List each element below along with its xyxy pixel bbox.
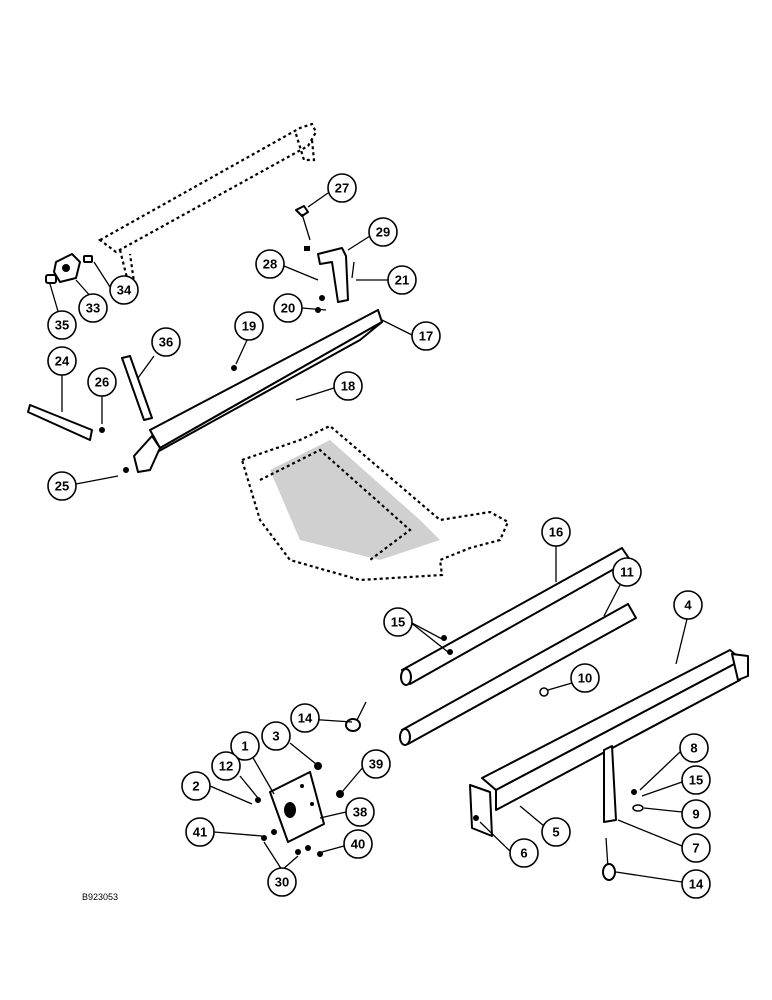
svg-text:3: 3: [272, 729, 279, 744]
svg-text:28: 28: [263, 257, 277, 272]
callout-12: 12: [211, 751, 241, 781]
svg-text:2: 2: [192, 779, 199, 794]
svg-text:17: 17: [419, 329, 433, 344]
svg-text:15: 15: [391, 615, 405, 630]
callout-7: 7: [681, 833, 711, 863]
strip-part-36: [121, 355, 153, 421]
callout-1: 1: [230, 731, 260, 761]
callout-21: 21: [387, 265, 417, 295]
callout-33: 33: [78, 293, 108, 323]
callout-6: 6: [509, 838, 539, 868]
callout-14-lower: 14: [681, 869, 711, 899]
callout-26: 26: [87, 367, 117, 397]
svg-text:34: 34: [117, 283, 132, 298]
bracket-part-29: [317, 247, 355, 303]
svg-text:39: 39: [369, 757, 383, 772]
svg-text:30: 30: [275, 875, 289, 890]
svg-text:38: 38: [353, 805, 367, 820]
eyebolt-part-14-upper: [345, 701, 367, 732]
callout-3: 3: [261, 721, 291, 751]
callout-25: 25: [47, 471, 77, 501]
svg-text:14: 14: [298, 711, 313, 726]
callout-17: 17: [411, 321, 441, 351]
callout-11: 11: [612, 557, 642, 587]
callout-9: 9: [681, 799, 711, 829]
callout-29: 29: [368, 217, 398, 247]
svg-text:25: 25: [55, 479, 69, 494]
callout-35: 35: [47, 310, 77, 340]
svg-text:9: 9: [692, 807, 699, 822]
svg-text:33: 33: [86, 301, 100, 316]
svg-text:29: 29: [376, 225, 390, 240]
svg-text:12: 12: [219, 759, 233, 774]
callout-19: 19: [234, 311, 264, 341]
tube-part-11: [399, 603, 637, 746]
callout-41: 41: [185, 817, 215, 847]
callout-36: 36: [151, 327, 181, 357]
strip-part-24: [27, 404, 93, 441]
bearing-part-33: [45, 253, 93, 284]
svg-text:40: 40: [351, 837, 365, 852]
svg-text:14: 14: [689, 877, 704, 892]
callout-15-lower: 15: [681, 765, 711, 795]
svg-text:5: 5: [552, 825, 559, 840]
callout-2: 2: [181, 771, 211, 801]
callout-39: 39: [361, 749, 391, 779]
svg-text:7: 7: [692, 841, 699, 856]
svg-text:24: 24: [55, 354, 70, 369]
beam-part-4: [469, 649, 749, 837]
callout-16: 16: [541, 517, 571, 547]
callout-14-upper: 14: [290, 703, 320, 733]
svg-text:26: 26: [95, 375, 109, 390]
svg-text:16: 16: [549, 525, 563, 540]
callout-15-upper: 15: [383, 607, 413, 637]
bracket-part-7: [603, 745, 617, 823]
callout-28: 28: [255, 249, 285, 279]
callout-24: 24: [47, 346, 77, 376]
reference-frame-outline: [97, 122, 318, 284]
callout-38: 38: [345, 797, 375, 827]
svg-text:41: 41: [193, 825, 207, 840]
svg-text:4: 4: [684, 598, 692, 613]
callout-20: 20: [273, 293, 303, 323]
callout-18: 18: [333, 371, 363, 401]
figure-reference: B923053: [82, 892, 118, 902]
eyebolt-part-14-lower: [602, 837, 616, 881]
callout-5: 5: [541, 817, 571, 847]
tube-part-16: [400, 547, 631, 686]
callout-8: 8: [679, 733, 709, 763]
callout-30: 30: [267, 867, 297, 897]
svg-text:21: 21: [395, 273, 409, 288]
blade-part-17: [133, 309, 383, 473]
svg-text:18: 18: [341, 379, 355, 394]
callout-27: 27: [327, 173, 357, 203]
callout-40: 40: [343, 829, 373, 859]
svg-text:10: 10: [578, 671, 592, 686]
svg-text:8: 8: [690, 741, 697, 756]
svg-text:20: 20: [281, 301, 295, 316]
callout-34: 34: [109, 275, 139, 305]
svg-text:19: 19: [242, 319, 256, 334]
plate-part-1: [269, 771, 325, 843]
svg-text:1: 1: [241, 739, 248, 754]
svg-text:27: 27: [335, 181, 349, 196]
svg-text:6: 6: [520, 846, 527, 861]
callout-10: 10: [570, 663, 600, 693]
concave-grate-outline: [240, 424, 510, 582]
svg-text:11: 11: [620, 565, 634, 580]
svg-text:15: 15: [689, 773, 703, 788]
leader-lines: [49, 192, 689, 883]
bolt-part-27: [295, 205, 311, 251]
svg-text:35: 35: [55, 318, 69, 333]
svg-text:36: 36: [159, 335, 173, 350]
callout-4: 4: [673, 590, 703, 620]
